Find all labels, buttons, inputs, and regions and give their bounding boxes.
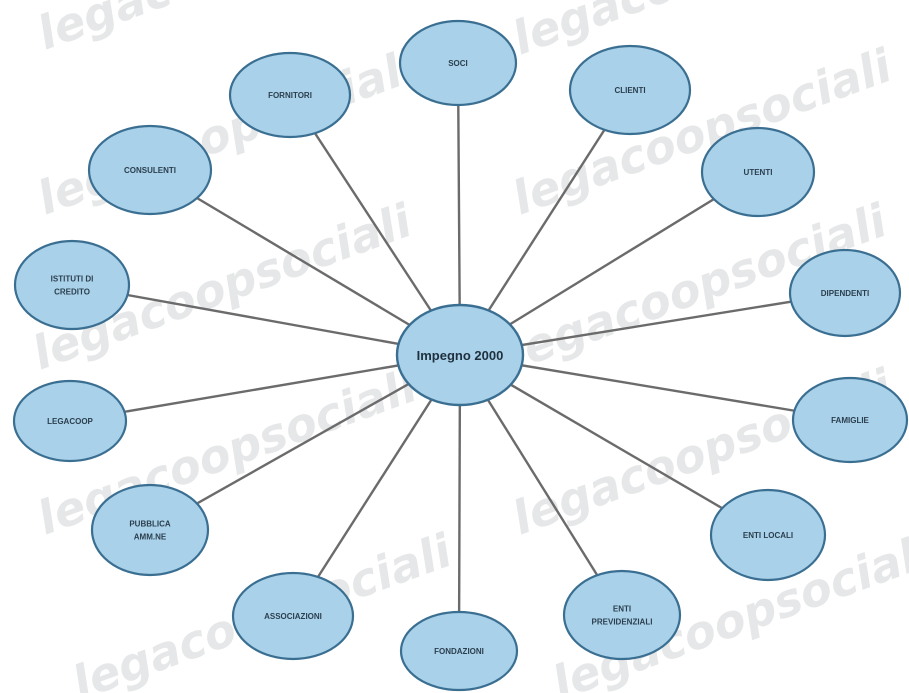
node-ellipse-fondazioni [399, 610, 519, 692]
connector-dipendenti [459, 291, 846, 357]
node-ellipse-istituti-di-credito [13, 239, 131, 331]
node-ellipse-famiglie [791, 376, 909, 464]
node-associazioni: ASSOCIAZIONI [231, 571, 355, 661]
node-label-fondazioni-line-0: FONDAZIONI [434, 647, 484, 656]
node-enti-previdenziali: ENTI PREVIDENZIALI [562, 569, 682, 661]
node-label-istituti-di-credito-line-1: CREDITO [54, 288, 90, 297]
node-istituti-di-credito: ISTITUTI DI CREDITO [13, 239, 131, 331]
node-ellipse-associazioni [231, 571, 355, 661]
node-label-utenti-line-0: UTENTI [744, 168, 773, 177]
node-famiglie: FAMIGLIE [791, 376, 909, 464]
node-label-istituti-di-credito-line-0: ISTITUTI DI [51, 275, 94, 284]
node-label-clienti-line-0: CLIENTI [614, 86, 645, 95]
node-dipendenti: DIPENDENTI [788, 248, 902, 338]
node-label-associazioni-line-0: ASSOCIAZIONI [264, 612, 322, 621]
watermark-text: legacoopsociali [30, 0, 424, 60]
node-fondazioni: FONDAZIONI [399, 610, 519, 692]
node-label-dipendenti-line-0: DIPENDENTI [821, 289, 869, 298]
node-label-pubblica-amm-ne-line-0: PUBBLICA [129, 520, 171, 529]
node-enti-locali: ENTI LOCALI [709, 488, 827, 582]
connector-istituti-di-credito [71, 283, 461, 357]
node-ellipse-enti-previdenziali [562, 569, 682, 661]
node-label-pubblica-amm-ne-line-1: AMM.NE [134, 533, 167, 542]
node-ellipse-enti-locali [709, 488, 827, 582]
node-label-legacoop-line-0: LEGACOOP [47, 417, 93, 426]
node-legacoop: LEGACOOP [12, 379, 128, 463]
watermark-text: legacoopsociali [505, 38, 899, 226]
node-label-enti-previdenziali-line-0: ENTI [613, 605, 631, 614]
hub-layer: Impegno 2000 [395, 303, 525, 407]
node-pubblica-amm-ne: PUBBLICA AMM.NE [90, 483, 210, 577]
node-ellipse-legacoop [12, 379, 128, 463]
node-label-soci-line-0: SOCI [448, 59, 468, 68]
node-label-enti-locali-line-0: ENTI LOCALI [743, 531, 793, 540]
node-clienti: CLIENTI [568, 44, 692, 136]
center-node-label: Impegno 2000 [417, 348, 504, 363]
node-label-famiglie-line-0: FAMIGLIE [831, 416, 869, 425]
node-layer: SOCI CLIENTI UTENTI DIPENDENTI FAMIGLIE ENTI … [12, 19, 909, 692]
connector-legacoop [69, 353, 461, 423]
connector-famiglie [459, 353, 851, 422]
node-soci: SOCI [398, 19, 518, 107]
node-ellipse-soci [398, 19, 518, 107]
node-ellipse-consulenti [87, 124, 213, 216]
node-ellipse-dipendenti [788, 248, 902, 338]
node-ellipse-utenti [700, 126, 816, 218]
watermark-text: legacoopsociali [30, 38, 424, 226]
node-ellipse-fornitori [228, 51, 352, 139]
node-ellipse-clienti [568, 44, 692, 136]
node-utenti: UTENTI [700, 126, 816, 218]
node-consulenti: CONSULENTI [87, 124, 213, 216]
node-label-enti-previdenziali-line-1: PREVIDENZIALI [592, 618, 653, 627]
connector-consulenti [149, 168, 461, 357]
node-label-fornitori-line-0: FORNITORI [268, 91, 312, 100]
node-fornitori: FORNITORI [228, 51, 352, 139]
node-label-consulenti-line-0: CONSULENTI [124, 166, 176, 175]
node-ellipse-pubblica-amm-ne [90, 483, 210, 577]
center-node [395, 303, 525, 407]
